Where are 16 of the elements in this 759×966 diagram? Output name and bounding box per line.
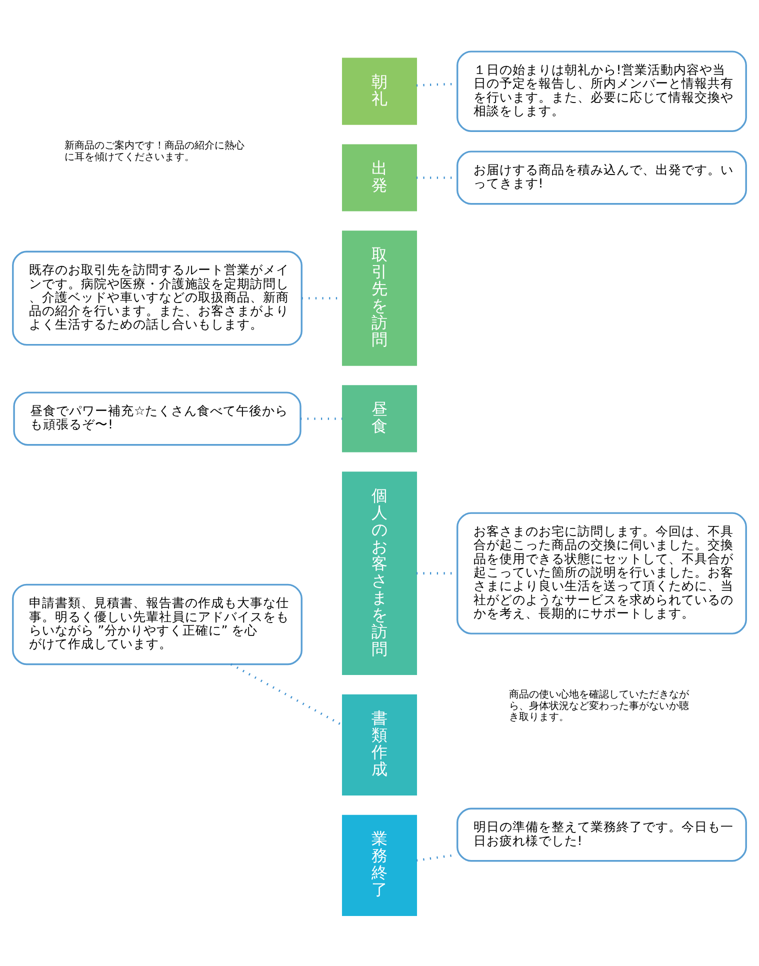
node-box: 個人のお客さまを訪問 — [342, 471, 418, 675]
node-box: 昼食でパワー補充☆たくさん食べて午後からも頑張るぞ〜! — [13, 391, 302, 446]
label: 商品の使い心地を確認していただきながら、身体状況など変わった事がないか聴き取ります。 — [509, 688, 690, 723]
node-box: 既存のお取引先を訪問するルート営業がメインです。病院や医療・介護施設を定期訪問し、介護ベッドや車いすなどの取扱商品、新商品の紹介を行います。また、お客さまがよりよく生活するための話し合いもします。 — [12, 250, 302, 346]
node-box: 書類作成 — [342, 694, 418, 796]
node-box: 明日の準備を整えて業務終了です。今日も一日お疲れ様でした! — [456, 807, 747, 862]
node-box: 出発 — [342, 144, 418, 211]
node-box: お客さまのお宅に訪問します。今回は、不具合が起こった商品の交換に伺いました。交換品を使用できる状態にセットして、不具合が起こっていた箇所の説明を行いました。お客さまにより良い生活を送って頂くために、当社がどのようなサービスを求められているのかを考え、長期的にサポートします。 — [456, 512, 747, 634]
node-box: 朝礼 — [342, 57, 418, 124]
node-box: 昼食 — [342, 384, 418, 452]
node-box: 申請書類、見積書、報告書の作成も大事な仕事。明るく優しい先輩社員にアドバイスをもらいながら ”分かりやすく正確に” を心がけて作成しています。 — [12, 583, 302, 665]
node-box: 業務終了 — [342, 814, 418, 916]
label: 新商品のご案内です！商品の紹介に熱心に耳を傾けてくださいます。 — [64, 140, 245, 162]
node-box: １日の始まりは朝礼から!営業活動内容や当日の予定を報告し、所内メンバーと情報共有を行います。また、必要に応じて情報交換や相談をします。 — [456, 50, 747, 132]
node-box: お届けする商品を積み込んで、出発です。いってきます! — [456, 150, 747, 204]
node-box: 取引先を訪問 — [342, 230, 418, 366]
